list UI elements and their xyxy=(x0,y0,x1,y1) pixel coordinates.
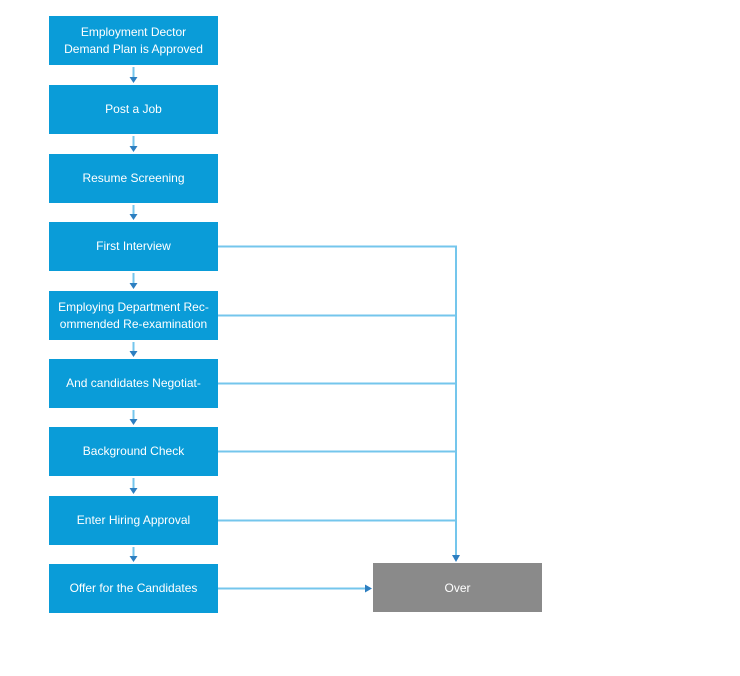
step-box-post-a-job: Post a Job xyxy=(49,85,218,134)
down-arrow-1 xyxy=(129,67,138,83)
step-box-first-interview: First Interview xyxy=(49,222,218,271)
down-arrow-6 xyxy=(129,410,138,425)
arrow-offer-to-over xyxy=(218,584,372,593)
end-node-over: Over xyxy=(373,563,542,612)
down-arrow-5 xyxy=(129,342,138,357)
step-box-enter-hiring-approval: Enter Hiring Approval xyxy=(49,496,218,545)
step-box-candidates-negotiate: And candidates Negotiat- xyxy=(49,359,218,408)
down-arrow-8 xyxy=(129,547,138,562)
down-arrow-7 xyxy=(129,478,138,494)
step-box-dept-recommended-reexamination: Employing Department Rec- ommended Re-ex… xyxy=(49,291,218,340)
step-box-resume-screening: Resume Screening xyxy=(49,154,218,203)
down-arrow-2 xyxy=(129,136,138,152)
down-arrow-4 xyxy=(129,273,138,289)
down-arrow-3 xyxy=(129,205,138,220)
vertical-line-to-over xyxy=(452,245,460,562)
step-box-demand-plan-approved: Employment Dector Demand Plan is Approve… xyxy=(49,16,218,65)
step-box-offer-for-candidates: Offer for the Candidates xyxy=(49,564,218,613)
step-box-background-check: Background Check xyxy=(49,427,218,476)
